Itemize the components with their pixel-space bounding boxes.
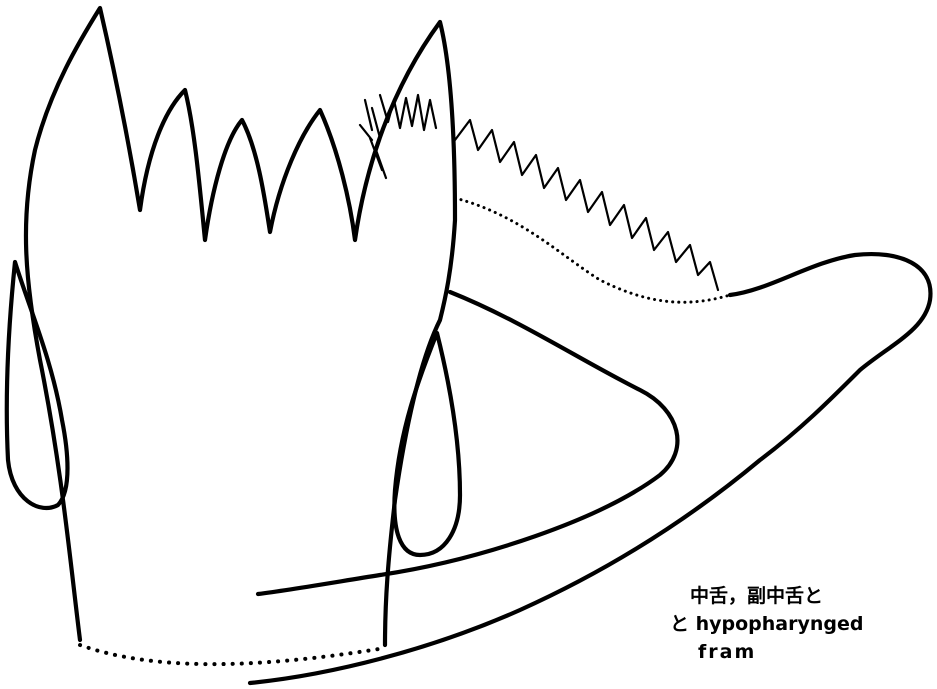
dotted-base-line [80,645,385,664]
setae-zigzag [455,120,718,290]
inner-frame-outline [258,292,677,594]
main-body-outline [26,8,455,645]
caption-block: 中舌，副中舌と と hypopharynged fram [670,582,930,666]
dotted-inner-line [455,198,730,302]
caption-line-1: 中舌，副中舌と [670,582,930,610]
caption-line-3: fram [670,638,930,666]
caption-line-2: と hypopharynged [670,610,930,638]
